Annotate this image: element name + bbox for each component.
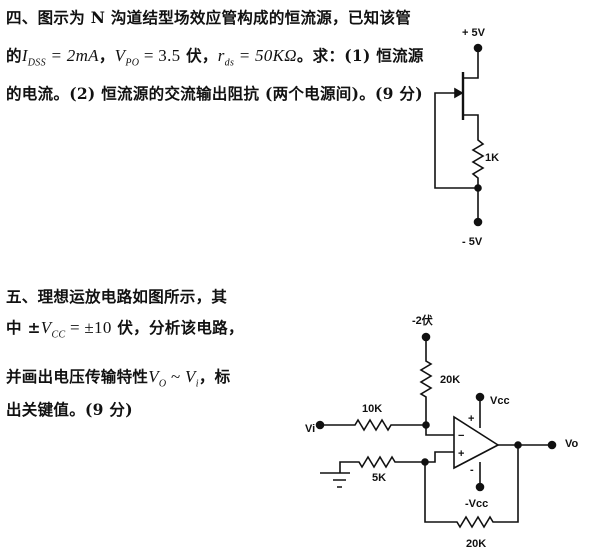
rds-symbol: rds: [217, 46, 235, 69]
inverting-sign: −: [458, 430, 464, 442]
noninverting-sign: +: [458, 448, 464, 460]
rds-value: = 50KΩ: [234, 46, 297, 65]
vcc-symbol: VCC: [40, 318, 66, 341]
q4-line-3: 的电流。(2) 恒流源的交流输出阻抗 (两个电源间)。(9 分): [6, 84, 423, 103]
q5-text-3: 并画出电压传输特性: [6, 367, 149, 386]
ground-icon: [320, 472, 350, 488]
vpo-letter: V: [114, 46, 126, 65]
q5-text-4: ，标: [198, 367, 231, 386]
rds-letter: r: [217, 46, 225, 65]
q4-text: 的: [6, 46, 22, 65]
resistor-fb-20k: [424, 445, 519, 529]
vo-sub: O: [158, 378, 167, 390]
vcc-value: = ±10: [65, 318, 112, 337]
q4-line-1: 四、图示为 N 沟道结型场效应管构成的恒流源，已知该管: [6, 8, 412, 27]
q5-line-1: 五、理想运放电路如图所示，其: [6, 287, 228, 306]
vminus-label: - 5V: [462, 236, 483, 248]
vcc-letter: V: [40, 318, 52, 337]
q4-line-2: 的IDSS = 2mA，VPO = 3.5 伏，rds = 50KΩ。求：(1)…: [6, 44, 424, 68]
idss-sub: DSS: [27, 57, 46, 69]
vo-terminal: [547, 440, 557, 450]
bias-label: -2伏: [412, 313, 433, 327]
vminus-terminal: [473, 217, 483, 227]
vpo-symbol: VPO: [114, 46, 140, 69]
vi-letter: V: [185, 367, 196, 386]
opamp-circuit: -2伏 20K Vi 10K − + Vcc + - -Vcc 5K Vo 20…: [305, 313, 579, 550]
idss-letter: I: [21, 46, 28, 65]
rds-sub: ds: [224, 57, 235, 69]
minus-supply-sign: -: [470, 464, 474, 476]
neg-vcc-terminal: [475, 482, 485, 492]
vplus-label: + 5V: [462, 27, 486, 39]
vi-symbol: Vi: [185, 367, 199, 390]
r-fb-label: 20K: [466, 538, 486, 550]
gate-wire: [434, 92, 478, 189]
q4-unit: 伏，: [180, 46, 218, 65]
drain-wire: [463, 48, 479, 79]
plus-supply-sign: +: [468, 413, 474, 425]
resistor-gnd-5k: [339, 451, 454, 473]
node-inverting: [422, 421, 430, 429]
jfet-current-source-circuit: + 5V 1K - 5V: [434, 27, 499, 248]
vcc-label: Vcc: [490, 395, 510, 407]
vcc-sub: CC: [51, 329, 66, 341]
q5-text: 中 ±: [6, 318, 41, 337]
vo-label: Vo: [565, 438, 579, 450]
resistor-1k-label: 1K: [485, 152, 499, 164]
q5-line-2: 中 ±VCC = ±10 伏，分析该电路，: [6, 316, 244, 340]
opamp-triangle: [453, 415, 500, 470]
q4-sep: ，: [98, 46, 115, 65]
q5-text-2: 伏，分析该电路，: [111, 318, 244, 337]
tilde: ~: [166, 367, 186, 386]
q4-question: 。求：(1) 恒流源: [296, 46, 424, 65]
vpo-value: = 3.5: [139, 46, 181, 65]
r-gnd-label: 5K: [372, 472, 386, 484]
idss-value: = 2mA: [45, 46, 99, 65]
q5-line-3: 并画出电压传输特性VO ~ Vi，标: [6, 365, 230, 389]
vi-label: Vi: [305, 423, 315, 435]
resistor-in-10k: [320, 418, 426, 432]
vo-letter: V: [148, 367, 159, 386]
vpo-sub: PO: [125, 57, 140, 69]
gate-arrow-icon: [454, 87, 464, 99]
idss-symbol: IDSS: [21, 46, 46, 69]
vi-sub: i: [195, 378, 199, 390]
r-bias-label: 20K: [440, 374, 460, 386]
r-in-label: 10K: [362, 403, 382, 415]
q5-line-4: 出关键值。(9 分): [6, 400, 133, 419]
vcc-terminal: [475, 392, 485, 402]
neg-vcc-label: -Vcc: [465, 498, 488, 510]
resistor-1k: [463, 114, 485, 222]
resistor-bias-20k: [419, 337, 454, 436]
vo-symbol: VO: [148, 367, 167, 390]
